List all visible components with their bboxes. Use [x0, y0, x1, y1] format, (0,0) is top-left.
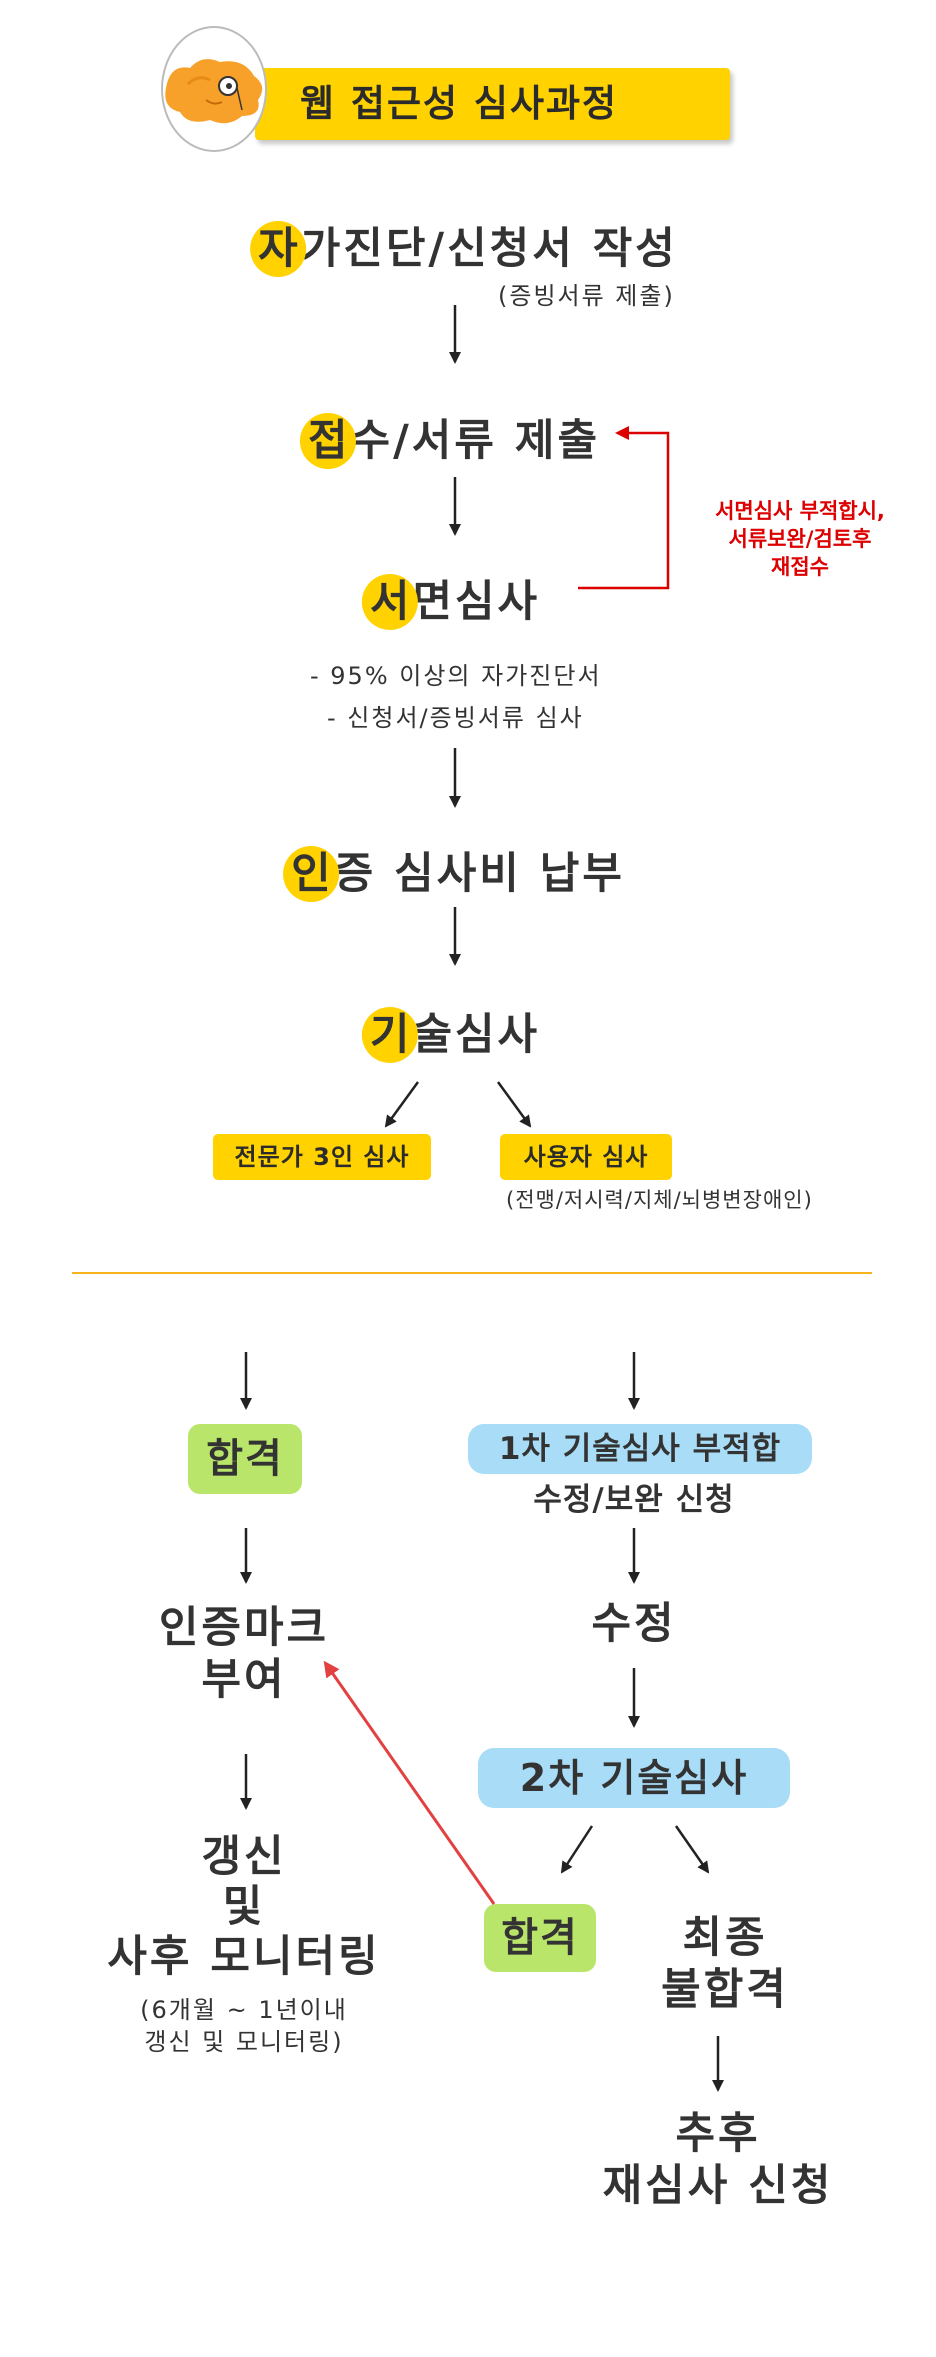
note-line: 재접수 — [771, 555, 829, 579]
step-self-assessment: 자가진단/신청서 작성 — [250, 221, 678, 277]
second-review-badge: 2차 기술심사 — [478, 1748, 790, 1808]
step-initial: 접 — [300, 413, 356, 469]
second-pass-badge: 합격 — [484, 1904, 596, 1972]
document-review-fail-note: 서면심사 부적합시, 서류보완/검토후 재접수 — [680, 497, 920, 581]
note-line: 서류보완/검토후 — [728, 527, 872, 551]
step-initial: 자 — [250, 221, 306, 277]
pass-badge: 합격 — [188, 1424, 302, 1494]
revise-label: 수정 — [591, 1599, 677, 1649]
note-line: 갱신 및 모니터링) — [144, 2028, 344, 2056]
final-fail-label: 최종 불합격 — [661, 1912, 789, 2016]
section-divider — [72, 1272, 872, 1274]
user-review-badge: 사용자 심사 — [500, 1134, 672, 1180]
step-initial: 서 — [361, 574, 418, 630]
step-document-review: 서면심사 — [361, 574, 541, 630]
label-line: 갱신 — [201, 1832, 287, 1882]
step-label: 증 심사비 납부 — [333, 849, 625, 899]
certification-mark-label: 인증마크 부여 — [159, 1602, 329, 1706]
diagonal-arrow — [496, 1081, 532, 1128]
label-line: 및 — [222, 1882, 266, 1932]
note-line: (6개월 ~ 1년이내 — [140, 1996, 348, 2024]
revision-request-label: 수정/보완 신청 — [533, 1482, 735, 1518]
label-line: 재심사 신청 — [602, 2161, 834, 2211]
expert-review-badge: 전문가 3인 심사 — [213, 1134, 431, 1180]
step-technical-review: 기술심사 — [361, 1007, 541, 1063]
label-line: 사후 모니터링 — [107, 1932, 381, 1982]
step-initial: 인 — [283, 846, 339, 902]
page-title: 웹 접근성 심사과정 — [255, 68, 730, 140]
label-line: 추후 — [675, 2109, 761, 2159]
first-review-fail-badge: 1차 기술심사 부적합 — [468, 1424, 812, 1474]
step-sub-note: (증빙서류 제출) — [498, 282, 675, 310]
egg-mascot-icon — [161, 26, 267, 152]
step-label: 술심사 — [412, 1010, 541, 1060]
label-line: 불합격 — [661, 1965, 789, 2015]
review-note-1: - 95% 이상의 자가진단서 — [310, 662, 602, 690]
label-line: 부여 — [201, 1655, 287, 1705]
diagonal-arrow — [560, 1825, 594, 1874]
reapply-label: 추후 재심사 신청 — [603, 2108, 834, 2212]
step-label: 가진단/신청서 작성 — [300, 224, 678, 274]
note-line: 서면심사 부적합시, — [715, 499, 885, 523]
renewal-sub-note: (6개월 ~ 1년이내 갱신 및 모니터링) — [140, 1994, 348, 2058]
label-line: 인증마크 — [158, 1603, 330, 1653]
diagonal-arrow — [384, 1081, 420, 1128]
review-note-2: - 신청서/증빙서류 심사 — [327, 704, 584, 732]
user-review-sub-note: (전맹/저시력/지체/뇌병변장애인) — [506, 1188, 813, 1212]
diagonal-arrow — [674, 1825, 710, 1874]
label-line: 최종 — [682, 1913, 768, 1963]
step-initial: 기 — [361, 1007, 418, 1063]
step-label: 면심사 — [412, 577, 541, 627]
renewal-monitoring-label: 갱신 및 사후 모니터링 — [107, 1832, 380, 1982]
step-submission: 접수/서류 제출 — [300, 413, 601, 469]
step-label: 수/서류 제출 — [350, 416, 601, 466]
step-fee-payment: 인증 심사비 납부 — [283, 846, 625, 902]
